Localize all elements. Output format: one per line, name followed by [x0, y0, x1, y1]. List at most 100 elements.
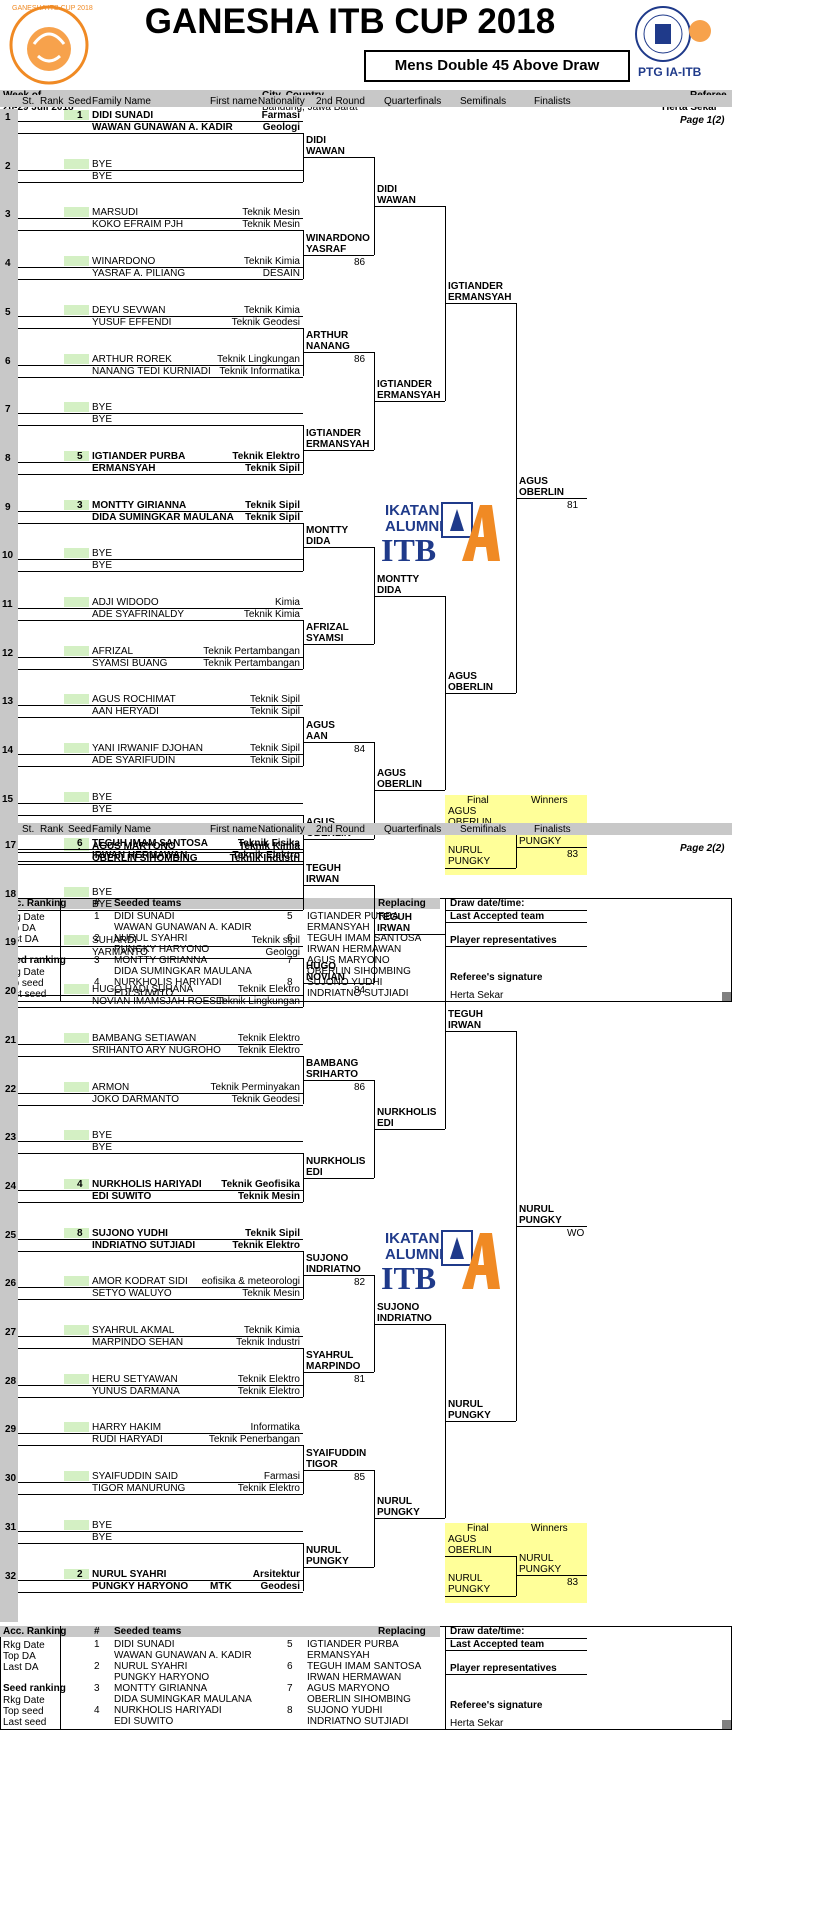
draw-line-number: 19 [5, 937, 17, 949]
round2-winner-a: WINARDONO [306, 232, 370, 244]
draw-date-label: Draw date/time: [450, 1626, 525, 1638]
player-b-dept: DESAIN [262, 268, 300, 280]
player-a-dept: Teknik sipil [251, 935, 300, 947]
bracket-line [18, 995, 303, 997]
draw-line-number: 28 [5, 1375, 17, 1387]
player-b-dept: Teknik Elektro [237, 1483, 300, 1495]
column-header-f: Finalists [534, 824, 571, 835]
column-header-nat: Nationality [258, 824, 305, 835]
player-b-name: JOKO DARMANTO [92, 1093, 180, 1105]
city-value: Bandung, Jawa Barat [262, 102, 358, 113]
player-a-name: HARRY HAKIM [92, 1422, 162, 1434]
logo-left-text: GANESHA ITB CUP 2018 [12, 5, 93, 12]
column-header-sf: Semifinals [460, 96, 507, 107]
player-b-dept: Teknik Pertambangan [203, 657, 300, 669]
bracket-line [445, 1595, 516, 1597]
player-a-dept: Teknik Perminyakan [210, 1081, 300, 1093]
bracket-line [18, 958, 303, 960]
round2-winner-b: TIGOR [306, 1458, 338, 1470]
final-label: Final [467, 1522, 489, 1534]
player-a-dept: Teknik Elektro [232, 450, 300, 462]
draw-line-number: 27 [5, 1327, 17, 1338]
bracket-line [18, 364, 303, 366]
round2-winner-b: NANANG [306, 341, 350, 353]
bracket-line [445, 1421, 516, 1423]
seed-entry-a: IGTIANDER PURBA [307, 1639, 399, 1651]
bracket-line [445, 693, 516, 695]
bracket-line [303, 254, 374, 256]
player-a-name: AFRIZAL [92, 645, 134, 657]
seed-entry-a: NURUL SYAHRI [114, 933, 188, 945]
draw-line-number: 26 [5, 1278, 17, 1290]
player-b-name: YUSUF EFFENDI [92, 316, 172, 328]
player-reps-label: Player representatives [450, 1663, 557, 1675]
footer-left-label-2: Top seed [3, 1706, 44, 1718]
replacing-title: Replacing [378, 898, 426, 910]
round2-winner-a: SUJONO [306, 1252, 349, 1264]
round2-winner-b: MARPINDO [306, 1361, 361, 1373]
seed-entry-a: AGUS MARYONO [307, 1683, 390, 1695]
round2-winner-score: 84 [354, 984, 366, 996]
bracket-line [303, 1080, 374, 1082]
footer-header-bar [0, 898, 440, 910]
round2-winner-score: 81 [354, 1374, 366, 1386]
semifinal-winner-a: NURUL [448, 1399, 483, 1411]
bracket-line [18, 849, 303, 850]
draw-line-number: 4 [5, 258, 11, 270]
player-b-dept: Teknik Elektro [237, 1385, 300, 1397]
player-b-name: BYE [92, 803, 113, 815]
bracket-line [445, 1638, 587, 1640]
bracket-line [374, 1080, 375, 1178]
bracket-line [445, 946, 587, 948]
winners-label: Winners [531, 794, 568, 806]
player-a-name: ARMON [92, 1081, 130, 1093]
bracket-line [374, 1274, 375, 1373]
bracket-line [303, 449, 374, 451]
draw-line-number: 25 [5, 1229, 17, 1241]
watermark-alumni: ALUMNI [385, 1246, 444, 1264]
bracket-line [18, 1336, 303, 1337]
column-header-seed: Seed [68, 96, 92, 107]
seed-entry-a: MONTTY GIRIANNA [114, 1683, 208, 1695]
round2-winner-b: AAN [306, 730, 328, 742]
seed-entry-number: 6 [287, 933, 293, 945]
acc-ranking: Acc. Ranking [3, 898, 67, 910]
bracket-line [516, 1226, 587, 1228]
player-a-dept: Teknik Kimia [239, 840, 300, 852]
round2-winner-a: AFRIZAL [306, 622, 349, 634]
seed-entry-a: SUJONO YUDHI [307, 977, 383, 989]
seed-entry-number: 5 [287, 911, 293, 923]
column-header-first: First name [210, 824, 258, 835]
bracket-line [303, 1153, 304, 1202]
bracket-line [303, 546, 374, 548]
footer-scroll-marker [722, 1720, 731, 1730]
bracket-line [18, 267, 303, 269]
footer-left-label-2: Rkg Date [3, 967, 45, 979]
draw-line-number: 8 [5, 452, 11, 464]
round2-winner-b: YASRAF [306, 243, 347, 255]
seed-cell [64, 935, 89, 946]
player-b-name: RUDI HARYADI [92, 1434, 163, 1446]
page-title: GANESHA ITB CUP 2018 [144, 2, 556, 41]
round2-winner-score: 86 [354, 256, 366, 268]
finalist-score: WO [567, 1228, 585, 1240]
bracket-line [18, 1189, 303, 1191]
draw-line-number: 3 [5, 209, 11, 221]
seed-cell [64, 838, 89, 848]
round2-winner-b: NOVIAN [306, 971, 345, 983]
quarterfinal-winner-b: EDI [377, 1117, 394, 1129]
quarterfinal-winner-b: OBERLIN [377, 779, 422, 791]
draw-line-number: 32 [5, 1570, 17, 1582]
seed-entry-number: 1 [94, 911, 100, 923]
seed-entry-b: INDRIATNO SUTJIADI [307, 1716, 409, 1728]
seed-cell [64, 743, 89, 754]
draw-line-number: 18 [5, 888, 17, 900]
seed-entry-number: 8 [287, 1705, 293, 1717]
seed-cell [64, 1130, 89, 1141]
player-b-dept: Teknik Mesin [242, 219, 300, 231]
semifinal-winner-a: IGTIANDER [448, 281, 503, 293]
bracket-line [18, 230, 303, 232]
bracket-line [516, 1555, 517, 1596]
semifinal-winner-a: AGUS [448, 671, 477, 683]
bracket-line [445, 1323, 446, 1519]
